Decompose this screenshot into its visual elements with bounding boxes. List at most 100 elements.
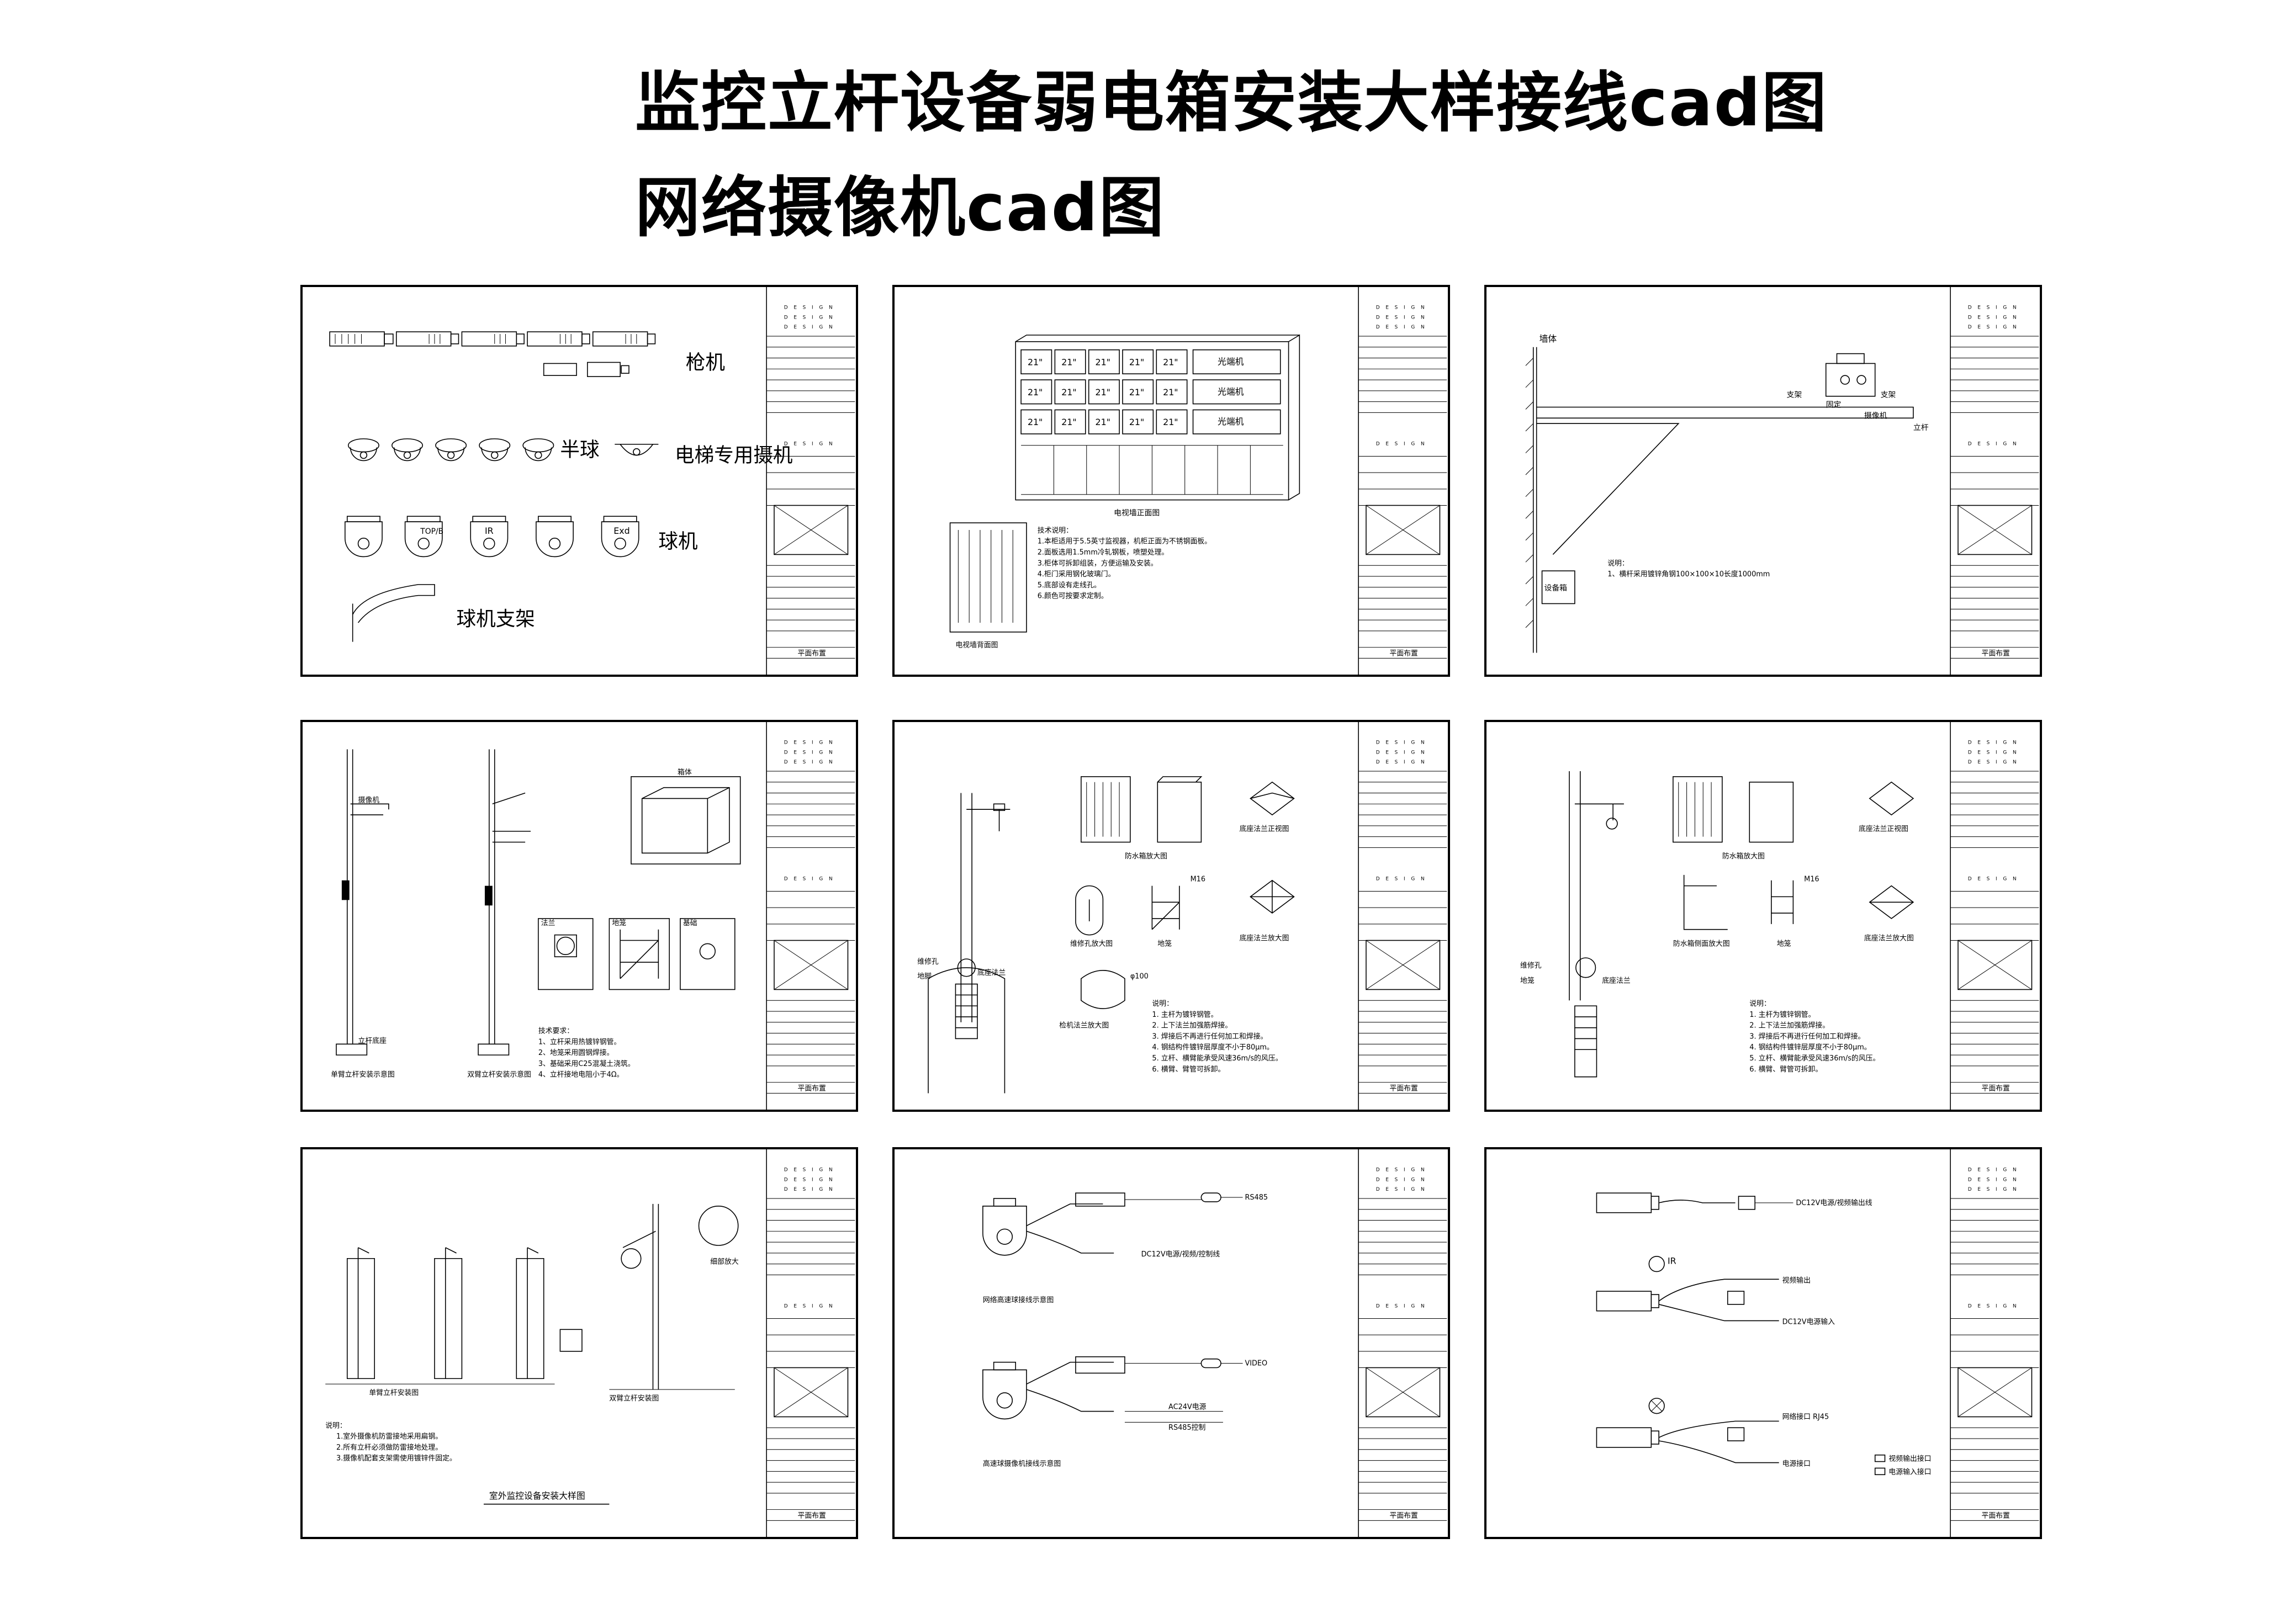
detail1-notes: 说明： 1. 主杆为镀锌钢管。 2. 上下法兰加强筋焊接。 3. 焊接后不再进行… xyxy=(1152,1000,1282,1074)
ball-camera-row: TOP/B IR Exd xyxy=(345,516,639,558)
svg-text:D E S I G N: D E S I G N xyxy=(1968,750,2019,755)
svg-text:D E S I G N: D E S I G N xyxy=(1376,760,1427,765)
tv-wall-back-caption: 电视墙背面图 xyxy=(955,641,998,650)
svg-text:网络高速球接线示意图: 网络高速球接线示意图 xyxy=(983,1296,1054,1304)
bracket-label: 球机支架 xyxy=(457,608,535,630)
svg-text:地笼: 地笼 xyxy=(1520,977,1535,985)
svg-text:底座法兰: 底座法兰 xyxy=(977,968,1006,977)
title-block: D E S I G N D E S I G N D E S I G N D E … xyxy=(1358,722,1447,1110)
ball-tag-ir: IR xyxy=(485,526,494,536)
drawing-sheet-dome-wiring[interactable]: RS485 DC12V电源/视频/控制线 网络高速球接线示意图 VIDEO AC… xyxy=(892,1147,1450,1539)
drawing-sheet-camera-types[interactable]: 枪机 半球 电梯专用摄机 TOP/B IR Exd 球机 球机支架 D E S … xyxy=(300,285,858,677)
svg-text:D E S I G N: D E S I G N xyxy=(784,305,835,311)
svg-text:6. 横臂、臂管可拆卸。: 6. 横臂、臂管可拆卸。 xyxy=(1749,1065,1822,1074)
svg-text:2.面板选用1.5mm冷轧钢板，喷塑处理。: 2.面板选用1.5mm冷轧钢板，喷塑处理。 xyxy=(1038,548,1169,556)
svg-text:D E S I G N: D E S I G N xyxy=(784,1168,835,1173)
svg-text:D E S I G N: D E S I G N xyxy=(1376,750,1427,755)
svg-text:6.颜色可按要求定制。: 6.颜色可按要求定制。 xyxy=(1038,592,1108,601)
svg-text:平面布置: 平面布置 xyxy=(1981,1084,2010,1092)
svg-text:摄像机: 摄像机 xyxy=(358,796,380,804)
svg-text:双臂立杆安装图: 双臂立杆安装图 xyxy=(609,1394,659,1403)
svg-text:地笼: 地笼 xyxy=(612,919,626,927)
title-block: D E S I G N D E S I G N D E S I G N D E … xyxy=(1358,1149,1447,1537)
cabinet-notes: 技术说明： 1.本柜适用于5.5英寸监视器，机柜正面为不锈钢面板。 2.面板选用… xyxy=(1038,527,1212,601)
svg-text:电源输入接口: 电源输入接口 xyxy=(1888,1467,1931,1476)
svg-text:底座法兰正视图: 底座法兰正视图 xyxy=(1859,825,1908,834)
drawing-sheet-bullet-wiring[interactable]: DC12V电源/视频输出线 IR 视频输出 DC12V电源输入 网络接口 RJ4… xyxy=(1484,1147,2042,1539)
pole-detail-1-drawing: 维修孔 地脚 底座法兰 防水箱放大图 底座法兰正视图 维修孔放大图 M16 地笼… xyxy=(917,722,1447,1110)
svg-text:单臂立杆安装图: 单臂立杆安装图 xyxy=(369,1389,419,1397)
bullet-legend: 视频输出接口 电源输入接口 xyxy=(1874,1455,1931,1476)
svg-text:底座法兰放大图: 底座法兰放大图 xyxy=(1864,934,1914,942)
svg-text:底座法兰放大图: 底座法兰放大图 xyxy=(1240,934,1289,942)
svg-text:D E S I G N: D E S I G N xyxy=(1376,1187,1427,1192)
wall-bracket-drawing: 墙体 支架 固定 支架 摄像机 立杆 设备箱 说明： 1、横杆采用镀锌角钢100… xyxy=(1525,287,2039,675)
drawing-sheet-outdoor-install[interactable]: 单臂立杆安装图 细部放大 双臂立杆安装图 说明： 1.室外摄像机防雷接地采用扁钢… xyxy=(300,1147,858,1539)
svg-text:维修孔: 维修孔 xyxy=(1520,962,1542,970)
wall-label: 墙体 xyxy=(1540,333,1557,344)
title-block: D E S I G N D E S I G N D E S I G N D E … xyxy=(1950,722,2039,1110)
svg-text:21": 21" xyxy=(1028,387,1043,397)
svg-text:21": 21" xyxy=(1028,357,1043,367)
svg-text:1. 主杆为镀锌钢管。: 1. 主杆为镀锌钢管。 xyxy=(1152,1010,1218,1019)
svg-text:4、立杆接地电阻小于4Ω。: 4、立杆接地电阻小于4Ω。 xyxy=(538,1070,624,1079)
svg-text:21": 21" xyxy=(1096,417,1110,427)
svg-text:技术说明：: 技术说明： xyxy=(1038,527,1073,535)
half-dome-row xyxy=(347,438,659,462)
svg-text:D E S I G N: D E S I G N xyxy=(784,1187,835,1192)
svg-text:D E S I G N: D E S I G N xyxy=(784,740,835,746)
svg-text:D E S I G N: D E S I G N xyxy=(784,750,835,755)
svg-text:M16: M16 xyxy=(1191,876,1205,884)
equipment-box-label: 设备箱 xyxy=(1544,584,1568,593)
svg-text:DC12V电源/视频/控制线: DC12V电源/视频/控制线 xyxy=(1141,1250,1220,1259)
box-detail: 箱体 xyxy=(631,768,741,864)
drawing-sheet-pole-installation[interactable]: 摄像机 立杆底座 单臂立杆安装示意图 双臂立杆安装示意图 箱体 法兰 地笼 基础… xyxy=(300,720,858,1112)
svg-text:底座法兰正视图: 底座法兰正视图 xyxy=(1240,825,1289,834)
svg-text:D E S I G N: D E S I G N xyxy=(1376,325,1427,330)
drawing-sheet-pole-detail-2[interactable]: 维修孔 地笼 底座法兰 防水箱放大图 底座法兰正视图 防水箱侧面放大图 M16 … xyxy=(1484,720,2042,1112)
title-block: D E S I G N D E S I G N D E S I G N D E … xyxy=(1950,287,2039,675)
tv-wall-drawing: 21" 21" 21" 21" 21" 21" 21" 21" 21" 21" … xyxy=(949,287,1447,675)
half-dome-label: 半球 xyxy=(560,439,599,462)
svg-text:3. 焊接后不再进行任何加工和焊接。: 3. 焊接后不再进行任何加工和焊接。 xyxy=(1749,1032,1865,1041)
svg-text:立杆底座: 立杆底座 xyxy=(358,1036,387,1045)
svg-text:D E S I G N: D E S I G N xyxy=(1968,1304,2019,1309)
svg-text:D E S I G N: D E S I G N xyxy=(784,1304,835,1309)
pole-detail-2-drawing: 维修孔 地笼 底座法兰 防水箱放大图 底座法兰正视图 防水箱侧面放大图 M16 … xyxy=(1520,722,2039,1110)
title-block: D E S I G N D E S I G N D E S I G N D E … xyxy=(1358,287,1447,675)
svg-text:21": 21" xyxy=(1061,357,1076,367)
drawing-sheet-tv-wall-cabinet[interactable]: 21" 21" 21" 21" 21" 21" 21" 21" 21" 21" … xyxy=(892,285,1450,677)
svg-text:1、立杆采用热镀锌钢管。: 1、立杆采用热镀锌钢管。 xyxy=(538,1037,621,1046)
svg-text:防水箱侧面放大图: 防水箱侧面放大图 xyxy=(1673,939,1730,948)
svg-text:1.室外摄像机防雷接地采用扁钢。: 1.室外摄像机防雷接地采用扁钢。 xyxy=(336,1432,442,1441)
svg-text:21": 21" xyxy=(1061,417,1076,427)
svg-text:21": 21" xyxy=(1163,417,1178,427)
svg-text:单臂立杆安装示意图: 单臂立杆安装示意图 xyxy=(331,1070,395,1079)
svg-text:网络接口 RJ45: 网络接口 RJ45 xyxy=(1782,1412,1829,1421)
svg-text:电源接口: 电源接口 xyxy=(1782,1459,1811,1468)
svg-text:4. 钢结构件镀锌层厚度不小于80μm。: 4. 钢结构件镀锌层厚度不小于80μm。 xyxy=(1749,1043,1871,1052)
pole-installation-drawing: 摄像机 立杆底座 单臂立杆安装示意图 双臂立杆安装示意图 箱体 法兰 地笼 基础… xyxy=(331,722,855,1110)
svg-text:说明：: 说明： xyxy=(1749,1000,1771,1008)
title-block: D E S I G N D E S I G N D E S I G N D E … xyxy=(1950,1149,2039,1537)
drawing-sheet-wall-bracket[interactable]: 墙体 支架 固定 支架 摄像机 立杆 设备箱 说明： 1、横杆采用镀锌角钢100… xyxy=(1484,285,2042,677)
svg-text:2. 上下法兰加强筋焊接。: 2. 上下法兰加强筋焊接。 xyxy=(1152,1021,1232,1030)
svg-text:21": 21" xyxy=(1096,387,1110,397)
svg-text:21": 21" xyxy=(1129,417,1144,427)
elevator-camera-label: 电梯专用摄机 xyxy=(675,444,792,466)
svg-text:D E S I G N: D E S I G N xyxy=(784,1177,835,1182)
svg-text:D E S I G N: D E S I G N xyxy=(1968,877,2019,882)
svg-text:21": 21" xyxy=(1028,417,1043,427)
svg-text:2. 上下法兰加强筋焊接。: 2. 上下法兰加强筋焊接。 xyxy=(1749,1021,1829,1030)
title-block: D E S I G N D E S I G N D E S I G N D E … xyxy=(766,1149,855,1537)
detail2-notes: 说明： 1. 主杆为镀锌钢管。 2. 上下法兰加强筋焊接。 3. 焊接后不再进行… xyxy=(1749,1000,1880,1074)
svg-text:平面布置: 平面布置 xyxy=(1389,649,1418,657)
drawing-sheet-pole-detail-1[interactable]: 维修孔 地脚 底座法兰 防水箱放大图 底座法兰正视图 维修孔放大图 M16 地笼… xyxy=(892,720,1450,1112)
svg-text:D E S I G N: D E S I G N xyxy=(1376,1304,1427,1309)
svg-text:细部放大: 细部放大 xyxy=(710,1258,739,1266)
svg-text:D E S I G N: D E S I G N xyxy=(1376,1177,1427,1182)
bullet-wiring-drawing: DC12V电源/视频输出线 IR 视频输出 DC12V电源输入 网络接口 RJ4… xyxy=(1596,1149,2039,1537)
svg-text:D E S I G N: D E S I G N xyxy=(1968,1177,2019,1182)
svg-text:φ100: φ100 xyxy=(1130,973,1149,981)
svg-text:平面布置: 平面布置 xyxy=(797,1084,826,1092)
